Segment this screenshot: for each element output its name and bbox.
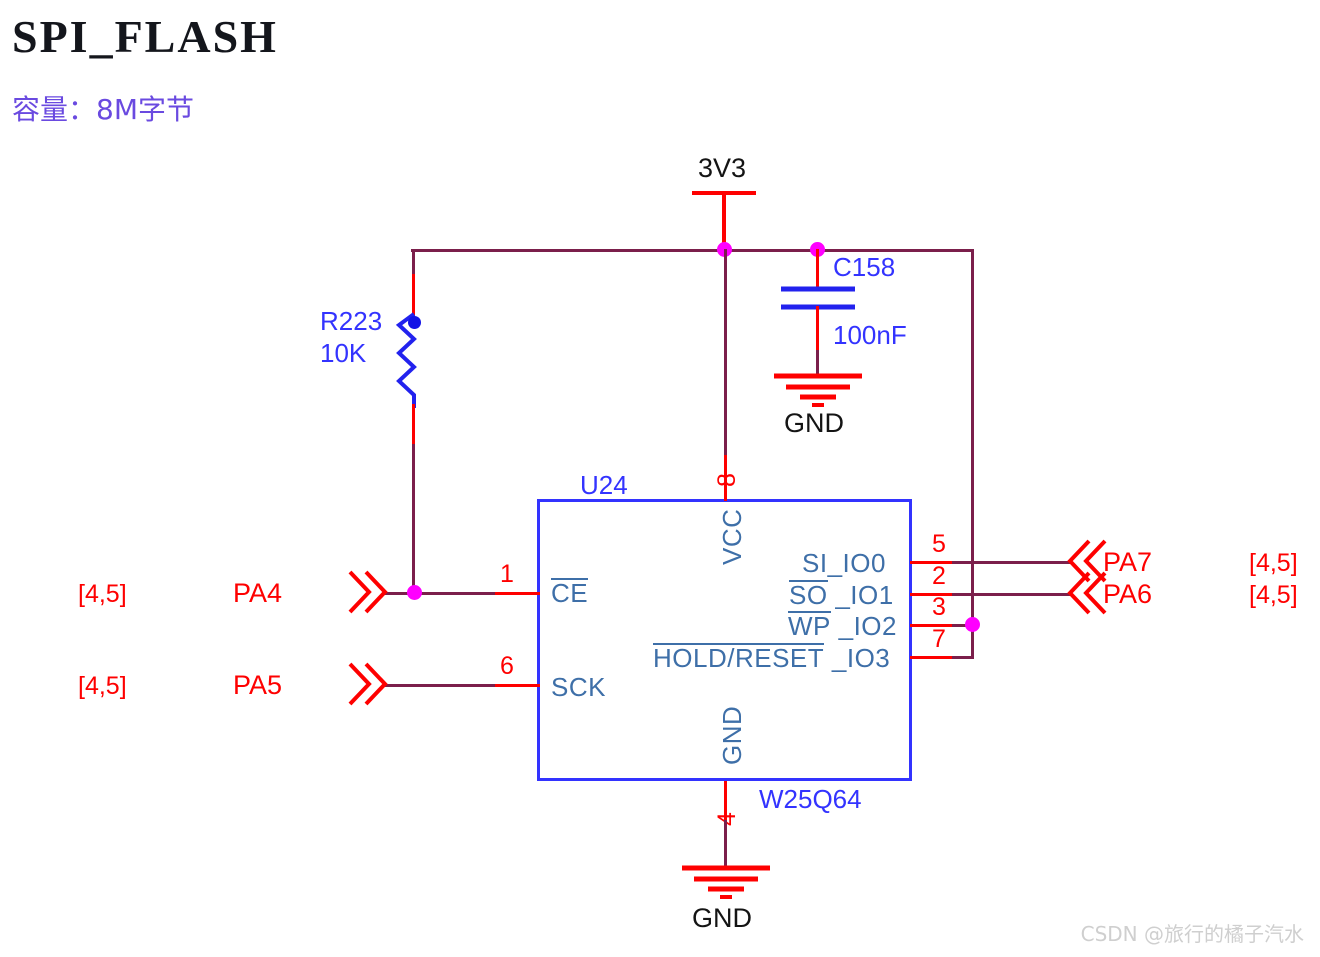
pin-label-wp-io2-text: WP [788,611,831,641]
pin-label-ce: CE [551,578,589,609]
pin-7-stub [910,656,958,659]
pin-label-suffix: _IO2 [838,611,897,641]
pin-r223-top [412,274,415,320]
page-title: SPI_FLASH [12,11,278,62]
ic-part-number: W25Q64 [759,784,862,814]
pin-number-1: 1 [500,560,514,588]
port-arrow-pa4[interactable] [347,569,393,616]
pin-label-suffix: _IO3 [831,643,891,673]
port-arrow-pa5[interactable] [347,661,393,708]
pin-c158-bottom [816,306,819,354]
ic-designator: U24 [580,470,628,500]
wire-pa5-to-sck [383,684,495,687]
net-name-pa4: PA4 [233,578,283,608]
pin-label-so-io1-text: SO [789,580,828,610]
pin-label-hold-reset-io3-text: HOLD/RESET [653,643,825,673]
pin-1-stub [492,592,540,595]
wire-pa7-to-si-io0 [952,561,1071,564]
resistor-designator: R223 10K [320,306,382,369]
pin-number-3: 3 [932,593,946,621]
capacitor-designator: C158 [833,252,896,282]
pin-number-6: 6 [500,652,514,680]
page-subtitle: 容量：8M字节 [12,93,194,126]
port-arrow-pa7[interactable] [1062,538,1108,585]
capacitor-value: 100nF [833,320,907,350]
wire-vcc-net [724,249,727,458]
pin-number-7: 7 [932,625,946,653]
pin-label-gnd: GND [717,705,747,765]
wire-c158-to-gnd [816,350,819,377]
pin-number-5: 5 [932,530,946,558]
pin-label-ce-text: CE [551,578,589,608]
pin-4-stub [724,781,727,825]
pin-3-stub [910,624,958,627]
pin-r223-bottom [412,404,415,448]
pin-label-sck: SCK [551,672,606,702]
pin-label-vcc: VCC [717,508,747,565]
net-name-pa7: PA7 [1103,547,1153,577]
sheet-ref-pa7: [4,5] [1249,549,1298,577]
pin-number-2: 2 [932,562,946,590]
pin-number-4: 4 [713,812,741,826]
ground-label-ic: GND [692,903,752,933]
pin-label-hold-reset-io3: HOLD/RESET _IO3 [653,643,890,674]
pin-2-stub [910,593,958,596]
wire-gnd-ic [724,820,727,869]
sheet-ref-pa5: [4,5] [78,672,127,700]
pin-6-stub [492,684,540,687]
pin-number-8: 8 [713,473,741,487]
pin-c158-top [816,249,819,289]
net-name-pa5: PA5 [233,670,283,700]
resistor-symbol-r223 [395,312,417,408]
sheet-ref-pa6: [4,5] [1249,581,1298,609]
power-rail-symbol-3v3 [692,191,756,250]
wire-io3-pullup [952,656,974,659]
pin-label-so-io1: SO _IO1 [789,580,894,611]
wire-3v3-to-io-pullups [971,249,974,658]
power-rail-label-3v3: 3V3 [698,153,747,183]
port-arrow-pa6[interactable] [1062,570,1108,617]
pin-8-stub [724,455,727,501]
sheet-ref-pa4: [4,5] [78,580,127,608]
junction-pa4-r223 [407,585,422,600]
wire-pa6-to-so-io1 [952,593,1071,596]
wire-io2-pullup [952,624,974,627]
pin-label-wp-io2: WP _IO2 [788,611,897,642]
wire-3v3-rail [411,249,973,252]
ground-symbol-c158 [774,373,862,407]
wire-r223-to-ce [412,444,415,594]
pin-5-stub [910,561,958,564]
resistor-designator-text: R223 [320,306,383,336]
pin-label-si-io0: SI_IO0 [802,548,886,578]
wire-pa4-to-ce [383,592,495,595]
watermark: CSDN @旅行的橘子汽水 [1080,922,1304,946]
net-name-pa6: PA6 [1103,579,1153,609]
wire-r223-top-a [412,249,415,276]
junction-io2-3v3 [965,617,980,632]
pin-label-suffix: _IO1 [835,580,894,610]
ground-label-c158: GND [784,408,844,438]
ground-symbol-ic [682,865,770,899]
resistor-pin-dot [408,316,421,329]
resistor-value-text: 10K [320,337,367,368]
